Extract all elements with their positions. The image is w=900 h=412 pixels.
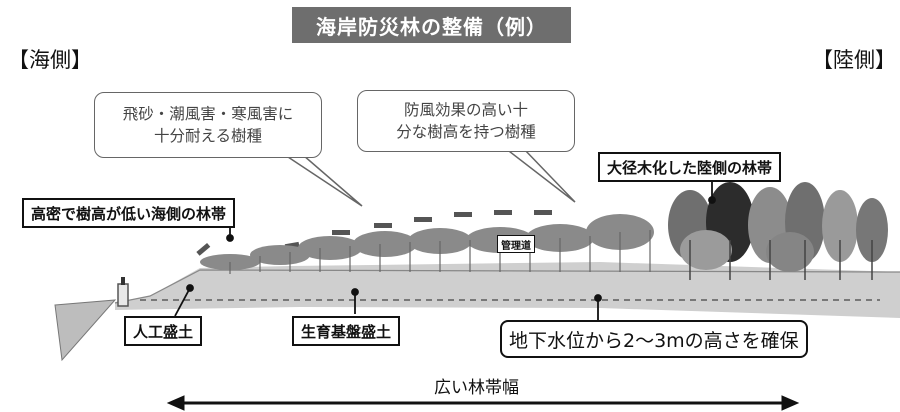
- canopy-dashed-curve: [196, 210, 552, 256]
- diagram-title: 海岸防災林の整備（例）: [292, 7, 571, 43]
- growth-base-embankment-label: 生育基盤盛土: [292, 316, 401, 346]
- bubble-tail-tall: [502, 147, 576, 203]
- groundwater-height-label: 地下水位から2～3mの高さを確保: [500, 320, 808, 358]
- land-side-forest-label: 大径木化した陸側の林帯: [598, 152, 782, 182]
- sea-side-forest-label: 高密で樹高が低い海側の林帯: [22, 198, 236, 228]
- bubble-sea-tree-species: 飛砂・潮風害・寒風害に 十分耐える樹種: [94, 92, 322, 158]
- bubble-tall-line-2: 分な樹高を持つ樹種: [396, 123, 536, 141]
- sea-side-tree-band: [200, 214, 654, 270]
- land-side-label: 【陸側】: [812, 48, 896, 72]
- artificial-embankment-label: 人工盛土: [124, 316, 203, 346]
- bubble-sea-line-2: 十分耐える樹種: [153, 127, 263, 145]
- tree-trunks: [229, 230, 651, 274]
- ground-line: [114, 269, 900, 304]
- forest-width-arrow: [166, 395, 800, 411]
- sea-side-label: 【海側】: [8, 48, 92, 72]
- embankment-ground: [115, 262, 900, 318]
- seawall: [117, 283, 129, 307]
- land-side-tree-band: [668, 182, 888, 272]
- sea-slope: [54, 299, 117, 362]
- bubble-tail-sea: [282, 154, 363, 207]
- forest-width-label: 広い林帯幅: [434, 378, 519, 398]
- bubble-sea-line-1: 飛砂・潮風害・寒風害に: [122, 105, 294, 123]
- bubble-tall-tree-species: 防風効果の高い十 分な樹高を持つ樹種: [357, 90, 575, 152]
- bubble-tall-line-1: 防風効果の高い十: [403, 101, 528, 119]
- management-road-label: 管理道: [497, 235, 535, 253]
